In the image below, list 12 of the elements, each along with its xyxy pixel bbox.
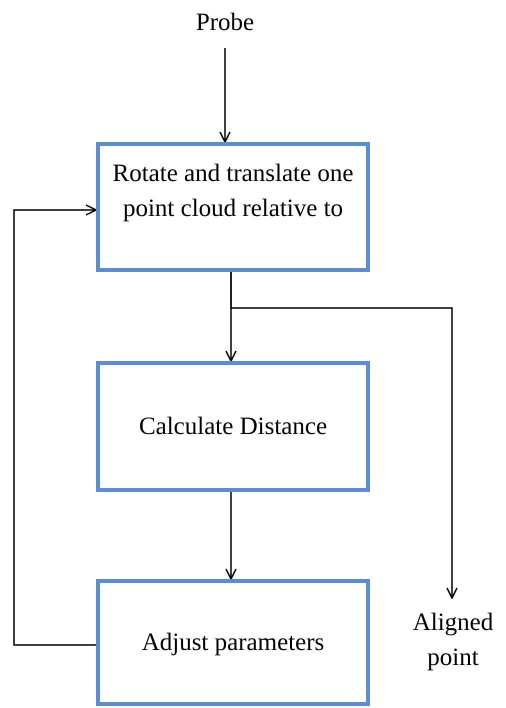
arrow [230, 272, 458, 599]
label-text: Probe [196, 8, 254, 38]
arrow [225, 492, 237, 580]
box-label: Rotate and translate one point cloud relative to [112, 159, 354, 224]
arrow [219, 48, 231, 143]
label-text: Aligned point [412, 608, 494, 673]
process-box [96, 579, 370, 706]
process-box [96, 361, 370, 492]
arrow [13, 204, 97, 646]
process-box [96, 142, 370, 272]
box-label: Adjust parameters [142, 628, 324, 658]
box-label: Calculate Distance [138, 412, 328, 442]
